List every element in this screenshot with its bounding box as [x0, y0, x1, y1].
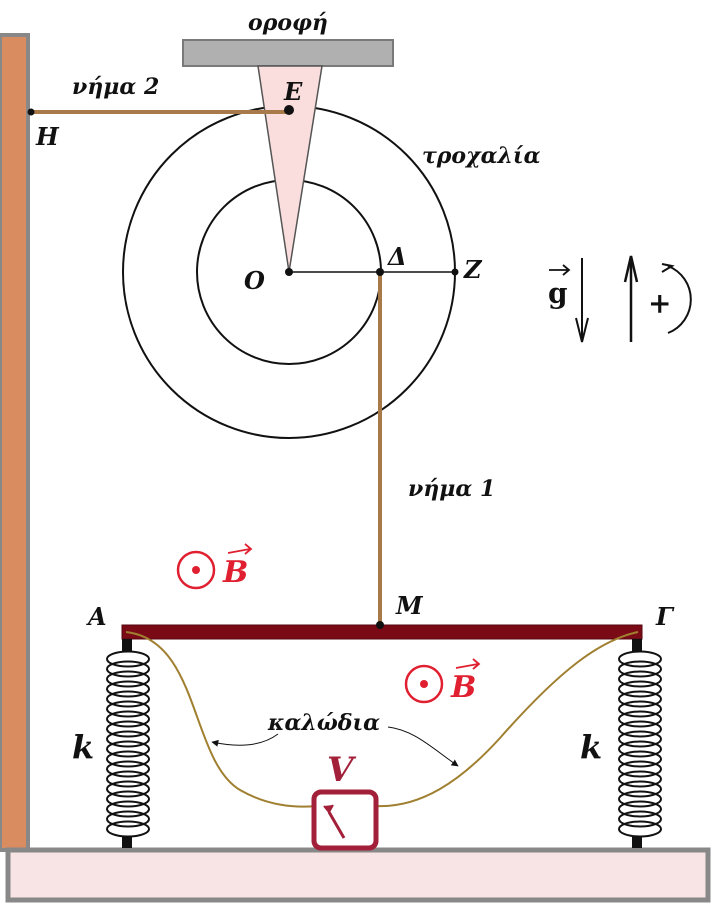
cable-right [375, 631, 639, 808]
vector-arrow-B1 [227, 543, 253, 555]
spring-coil [106, 650, 150, 668]
support-cone [257, 65, 323, 273]
magnetic-field-out-icon-1 [176, 550, 216, 590]
spring-coil [618, 770, 662, 788]
label-B2: B [450, 670, 476, 705]
label-Z: Z [463, 255, 483, 284]
point-Delta-dot [376, 268, 384, 276]
spring-coil [618, 650, 662, 668]
spring-coil [106, 790, 150, 808]
spring-coil [618, 710, 662, 728]
spring-coil [618, 700, 662, 718]
spring-coil [618, 790, 662, 808]
vector-arrow-B2 [455, 658, 481, 670]
spring-coil [106, 820, 150, 838]
label-pulley: τροχαλία [422, 143, 541, 169]
ceiling [182, 39, 394, 67]
spring-coil [106, 780, 150, 798]
cable-pointer-right [387, 726, 459, 767]
label-plus: + [648, 287, 671, 320]
right-spring [618, 639, 662, 848]
label-M: M [395, 591, 424, 620]
voltmeter [311, 789, 379, 851]
spring-coil [106, 680, 150, 698]
spring-coil [106, 800, 150, 818]
spring-coil [106, 730, 150, 748]
floor [5, 847, 711, 903]
label-O: O [244, 266, 265, 295]
spring-coil [618, 680, 662, 698]
wall [0, 33, 30, 852]
spring-coil [618, 740, 662, 758]
label-H: Η [35, 122, 60, 151]
spring-coil [618, 820, 662, 838]
spring-coil [618, 800, 662, 818]
spring-coil [106, 660, 150, 678]
svg-text:g: g [548, 277, 568, 310]
spring-coil [618, 810, 662, 828]
left-spring [106, 639, 150, 848]
spring-coil [618, 750, 662, 768]
point-M-dot [376, 621, 384, 629]
label-E: Ε [283, 77, 303, 106]
ceiling-label: οροφή [248, 10, 328, 36]
spring-coil [106, 700, 150, 718]
label-thread2: νήμα 2 [72, 74, 159, 100]
spring-coil [106, 750, 150, 768]
spring-coil [106, 710, 150, 728]
spring-coil [106, 670, 150, 688]
label-Delta: Δ [387, 242, 407, 271]
label-k-right: k [580, 728, 602, 766]
label-B1: B [222, 555, 248, 590]
label-voltmeter: V [327, 750, 357, 790]
spring-coil [618, 670, 662, 688]
point-O-dot [285, 268, 293, 276]
cable-left [125, 631, 317, 808]
spring-coil [618, 660, 662, 678]
magnetic-field-out-icon-2 [404, 664, 444, 704]
gravity-label: g [548, 264, 571, 310]
point-E-dot [284, 105, 294, 115]
spring-coil [106, 690, 150, 708]
spring-coil [618, 760, 662, 778]
label-k-left: k [72, 728, 94, 766]
spring-coil [106, 720, 150, 738]
label-cables: καλώδια [267, 710, 380, 736]
point-Z-dot [451, 268, 459, 276]
spring-coil [106, 760, 150, 778]
label-A: Α [86, 602, 107, 631]
spring-coil [106, 740, 150, 758]
spring-coil [106, 810, 150, 828]
positive-direction-arrow-icon [623, 255, 639, 342]
spring-coil [618, 780, 662, 798]
rotation-arrow-icon [661, 263, 692, 334]
gravity-arrow-icon [575, 258, 589, 343]
spring-coil [618, 730, 662, 748]
label-Gamma: Γ [655, 602, 675, 631]
point-H-dot [27, 108, 35, 116]
spring-coil [106, 770, 150, 788]
spring-coil [618, 720, 662, 738]
cable-pointer-left [211, 733, 279, 747]
spring-coil [618, 690, 662, 708]
label-thread1: νήμα 1 [408, 476, 495, 502]
